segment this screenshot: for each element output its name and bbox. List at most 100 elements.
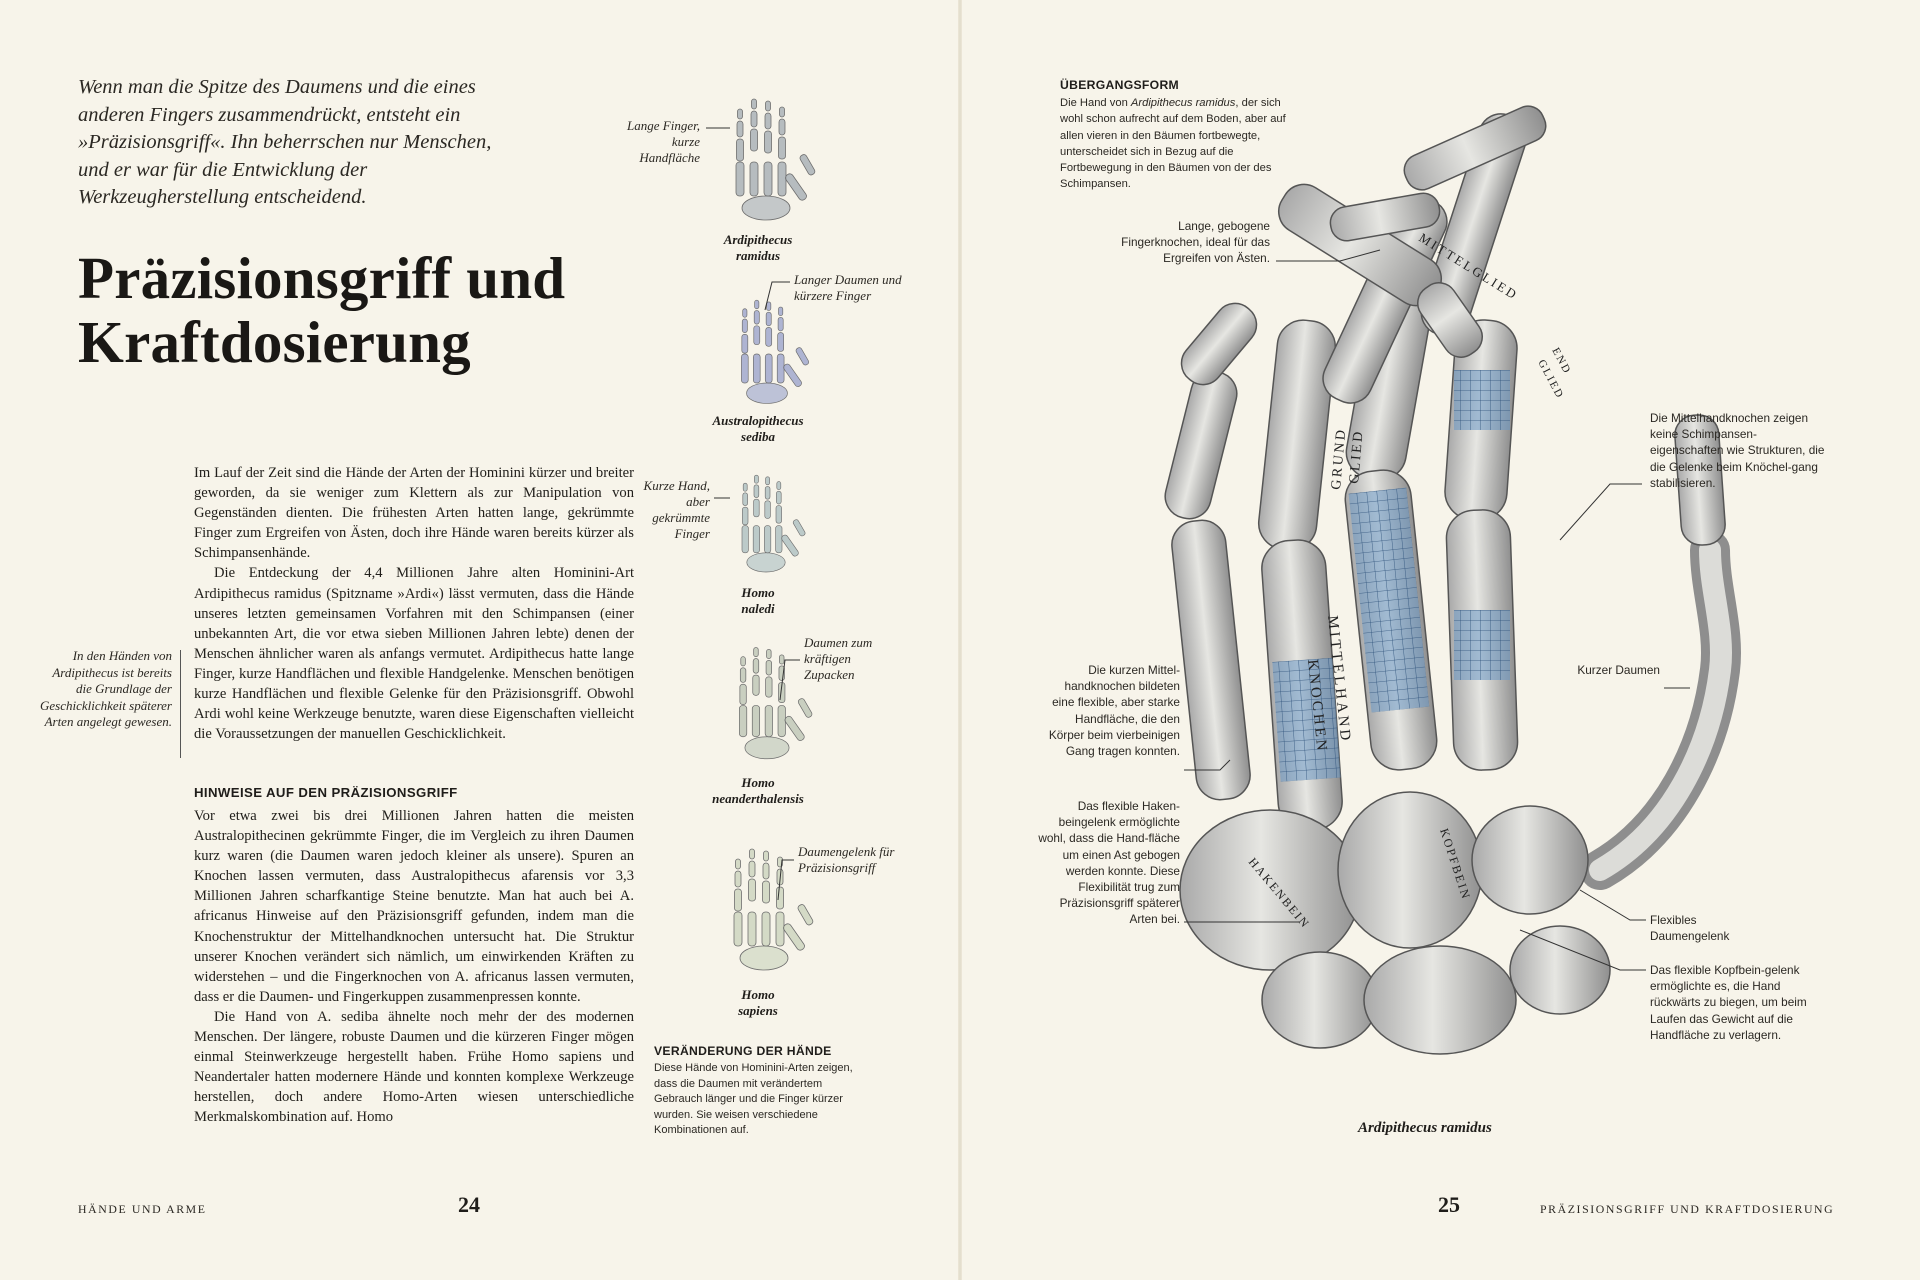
wrist-bones (744, 736, 790, 760)
phalanx-bone (742, 492, 748, 506)
wrist-bones (746, 382, 788, 404)
little-finger-phalanx (1164, 370, 1238, 520)
naledi-hand-illustration (741, 474, 806, 573)
paragraph: Vor etwa zwei bis drei Millionen Jahren … (194, 808, 634, 1005)
label-grundglied-1: GRUND (1329, 427, 1349, 490)
thumb-tip-bone (1674, 414, 1726, 546)
thumb-phalanx (797, 904, 814, 926)
page-gutter (958, 0, 962, 1280)
transition-text: Die Hand von Ardipithecus ramidus, der s… (1060, 97, 1286, 191)
fingertip-bone (765, 476, 770, 486)
thumb-metacarpal (784, 715, 805, 741)
thumb-metacarpal (785, 173, 807, 201)
transition-heading: ÜBERGANGSFORM (1060, 78, 1180, 92)
carpal-bone (1509, 925, 1611, 1015)
fingertip-bone (779, 106, 785, 118)
blue-mesh-region (1454, 370, 1510, 430)
thumb-phalanx (792, 519, 806, 537)
metacarpal-bone (741, 353, 749, 384)
wrist-bones (746, 552, 786, 573)
metacarpal-bone (775, 525, 783, 554)
thumb-metacarpal (781, 534, 799, 557)
metacarpal-bone (777, 705, 786, 738)
wrist-bones (739, 945, 789, 971)
phalanx-bone (748, 860, 756, 878)
carpal-bone (1261, 951, 1379, 1049)
fingertip-bone (742, 482, 748, 492)
paragraph: Die Entdeckung der 4,4 Millionen Jahre a… (194, 565, 634, 743)
phalanx-bone (753, 310, 760, 325)
fingertip-bone (765, 100, 771, 112)
phalanx-bone (764, 500, 771, 519)
metacarpal-bone (749, 161, 759, 197)
fingertip-bone (754, 299, 760, 310)
annotation-hamate-joint: Das flexible Haken-beingelenk ermöglicht… (1038, 799, 1180, 927)
metacarpal-bone (763, 161, 773, 197)
thumb-metacarpal (783, 363, 802, 387)
phalanx-bone (736, 138, 744, 162)
phalanx-bone (777, 316, 784, 332)
fingertip-bone (766, 648, 772, 659)
ardipithecus-hand-skeleton: MITTELGLIED END GLIED GRUND GLIED MITTEL… (1164, 105, 1741, 1055)
annotation-metacarpals: Die Mittelhandknochen zeigen keine Schim… (1650, 411, 1825, 490)
phalanx-bone (734, 888, 742, 912)
paragraph: Im Lauf der Zeit sind die Hände der Arte… (194, 465, 634, 562)
metacarpal-bone (752, 525, 760, 554)
phalanx-bone (750, 128, 758, 152)
caption-text: Diese Hände von Hominini-Arten zeigen, d… (654, 1062, 853, 1137)
phalanx-bone (775, 505, 782, 524)
phalanx-bone (765, 676, 773, 698)
hand-label-naledi: Kurze Hand, aber gekrümmte Finger (643, 478, 710, 541)
fingertip-bone (779, 654, 785, 665)
margin-note: In den Händen von Ardipithecus ist berei… (40, 648, 172, 729)
page-number-left: 24 (458, 1192, 480, 1217)
carpal-bone (1363, 945, 1517, 1055)
phalanx-bone (776, 868, 784, 886)
fingertip-bone (1403, 105, 1547, 191)
margin-rule (180, 650, 181, 758)
metacarpal-bone (741, 525, 749, 554)
ring-finger-proximal (1257, 319, 1337, 551)
phalanx-bone (778, 682, 786, 704)
fingertip-bone (751, 98, 757, 110)
metacarpal-bone (739, 705, 748, 738)
phalanx-bone (778, 665, 785, 681)
phalanx-bone (753, 498, 760, 518)
fingertip-bone (753, 647, 759, 658)
blue-mesh-region (1272, 657, 1341, 782)
metacarpal-bone (761, 911, 771, 947)
phalanx-bone (750, 110, 758, 128)
phalanx-bone (752, 674, 760, 696)
metacarpal-bone (764, 353, 773, 384)
thumb-phalanx (799, 154, 816, 176)
distal-phalanx-bone (1416, 282, 1484, 358)
metacarpal-bone (747, 911, 757, 947)
annotation-finger-bones: Lange, gebogene Fingerknochen, ideal für… (1121, 219, 1270, 266)
fingertip-bone (766, 301, 772, 311)
phalanx-bone (739, 667, 747, 683)
annotation-thumb-joint: Flexibles Daumengelenk (1650, 913, 1730, 944)
fingertip-bone (776, 481, 782, 490)
phalanx-bone (765, 327, 773, 347)
fingertip-bone (749, 848, 755, 860)
metacarpal-bone (764, 705, 773, 738)
fingertip-bone (740, 656, 746, 667)
running-head-right: PRÄZISIONSGRIFF UND KRAFTDOSIERUNG (1540, 1202, 1835, 1216)
hand-label-sediba: Langer Daumen und kürzere Finger (794, 272, 902, 303)
thumb-phalanx (795, 347, 810, 366)
phalanx-bone (753, 325, 761, 345)
fingertip-bone (778, 306, 784, 316)
body-text-2: Vor etwa zwei bis drei Millionen Jahren … (194, 806, 634, 1128)
neanderthalensis-hand-illustration (739, 647, 813, 760)
caption-heading: VERÄNDERUNG DER HÄNDE (654, 1044, 832, 1058)
fingertip-bone (742, 308, 748, 318)
phalanx-bone (762, 880, 770, 904)
phalanx-bone (741, 318, 748, 333)
phalanx-bone (776, 886, 784, 910)
fingertip-bone (1329, 192, 1441, 242)
title-line-2: Kraftdosierung (78, 309, 471, 375)
running-head-left: HÄNDE UND ARME (78, 1202, 207, 1216)
phalanx-bone (765, 311, 772, 327)
